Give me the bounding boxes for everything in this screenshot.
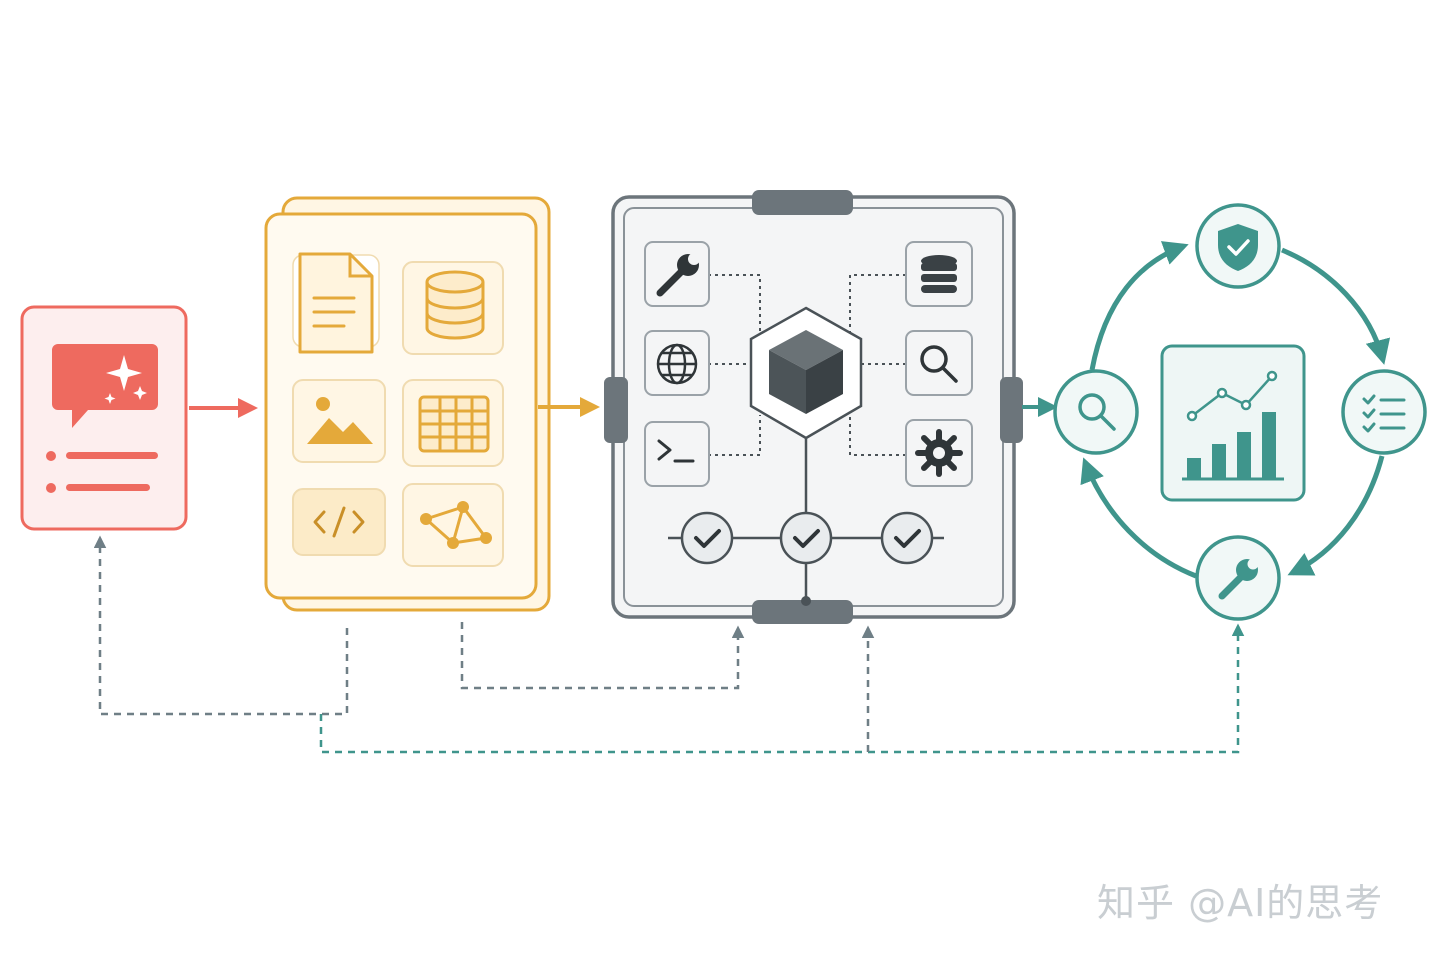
search-tool-tile [905, 330, 973, 396]
database-tile [402, 261, 504, 355]
feedback-main-bus [319, 623, 1245, 754]
document-icon [298, 252, 374, 354]
watermark-text: 知乎 @AI的思考 [1097, 881, 1384, 925]
tool-connectors [708, 274, 906, 456]
checklist-node [1341, 369, 1427, 455]
database-icon [921, 255, 957, 293]
evaluation-loop [1053, 203, 1427, 621]
globe-tile [644, 330, 710, 396]
check-icon [680, 511, 734, 565]
graph-tile [402, 483, 504, 567]
database-tool-tile [905, 241, 973, 307]
database-icon [425, 270, 485, 340]
search-icon [920, 345, 958, 383]
feedback-to-prompt [93, 535, 349, 716]
code-icon [313, 506, 365, 538]
terminal-tile [644, 421, 710, 487]
verification-row [668, 438, 944, 606]
bottom-handle [752, 600, 853, 624]
search-node [1053, 369, 1139, 455]
table-tile [402, 379, 504, 467]
wrench-icon [1218, 558, 1259, 600]
wrench-tile [644, 241, 710, 307]
chart-icon [1182, 370, 1284, 481]
gear-tool-tile [905, 419, 973, 487]
cube-icon [769, 330, 843, 414]
terminal-icon [657, 439, 695, 463]
image-icon [307, 397, 373, 444]
right-handle [1000, 377, 1023, 443]
checklist-icon [1362, 394, 1406, 433]
feedback-lines [93, 535, 1245, 754]
search-icon [1078, 393, 1116, 431]
code-tile [292, 488, 386, 556]
feedback-resources-runtime [460, 622, 745, 690]
prompt-card [20, 305, 188, 531]
loop-ring [1080, 241, 1391, 579]
list-icon [46, 451, 158, 493]
globe-icon [656, 343, 698, 385]
shield-node [1195, 203, 1281, 289]
shield-check-icon [1218, 224, 1258, 271]
check-icon [779, 511, 833, 565]
left-handle [604, 377, 628, 443]
top-handle [752, 190, 853, 215]
wrench-icon [656, 253, 700, 297]
check-icon [880, 511, 934, 565]
chat-sparkle-icon [52, 344, 158, 428]
table-icon [418, 395, 490, 453]
wrench-node [1195, 535, 1281, 621]
gear-icon [915, 429, 963, 477]
document-tile [292, 252, 380, 354]
agent-runtime [604, 190, 1023, 624]
core-hexagon [749, 306, 863, 440]
image-tile [292, 379, 386, 463]
chart-panel [1160, 344, 1306, 502]
graph-icon [420, 501, 492, 549]
resources-stack [264, 196, 551, 612]
